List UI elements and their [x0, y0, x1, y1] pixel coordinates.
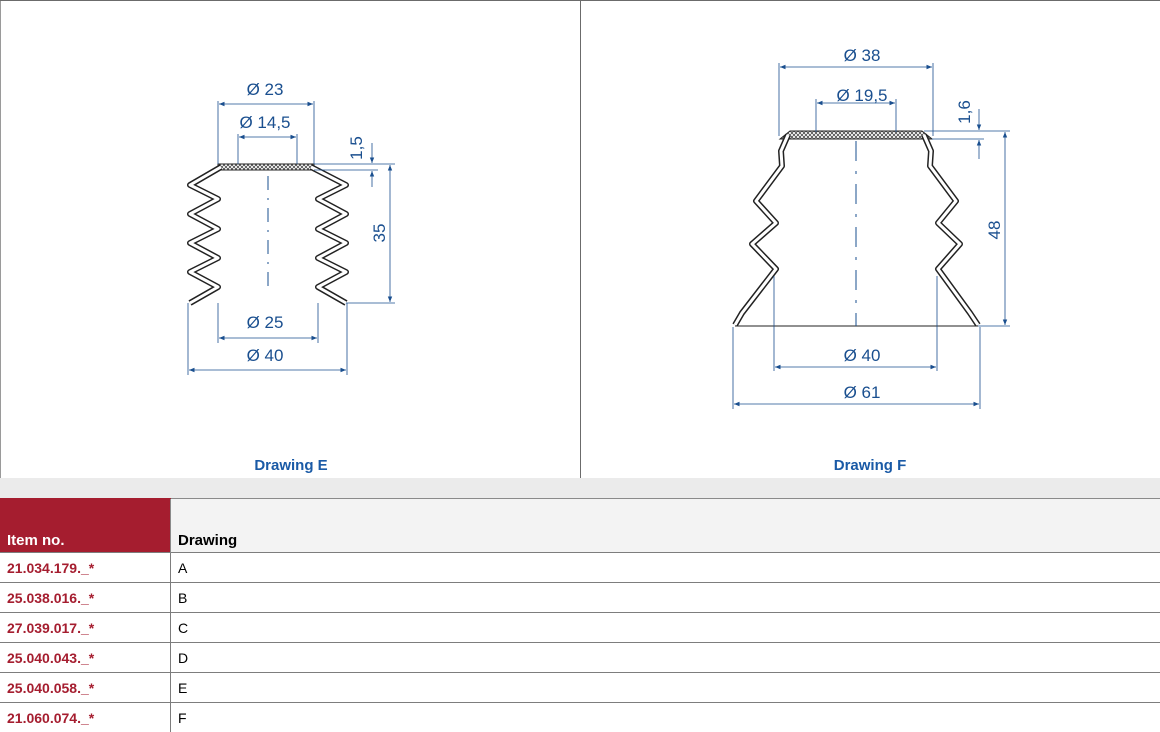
drawing-cell: F	[171, 703, 1160, 732]
drawing-cell: C	[171, 613, 1160, 643]
drawing-f-right-wall	[924, 135, 978, 325]
table-header-row: Item no. Drawing	[0, 499, 1160, 553]
drawing-f-dim-top-inner: Ø 19,5	[836, 86, 887, 105]
table-row: 21.060.074._* F	[0, 703, 1160, 732]
drawing-e-dim-bottom-inner: Ø 25	[247, 313, 284, 332]
drawing-e-dim-height: 35	[370, 224, 389, 243]
drawing-f: Ø 38 Ø 19,5 1,6 48 Ø 40 Ø 61	[733, 46, 1010, 409]
drawing-f-left-wall	[735, 135, 788, 325]
table-row: 25.040.058._* E	[0, 673, 1160, 703]
drawing-f-top-rim	[780, 131, 932, 139]
item-number-cell: 25.038.016._*	[0, 583, 171, 613]
technical-drawings: Ø 23 Ø 14,5 1,5 35 Ø 25 Ø 40	[0, 1, 1160, 479]
table-row: 25.040.043._* D	[0, 643, 1160, 673]
drawing-f-dim-bottom-inner: Ø 40	[844, 346, 881, 365]
drawing-f-caption: Drawing F	[770, 457, 970, 474]
drawing-f-dim-bottom-outer: Ø 61	[844, 383, 881, 402]
drawing-f-dim-wall: 1,6	[955, 100, 974, 124]
drawing-f-dim-top-outer: Ø 38	[844, 46, 881, 65]
column-header-drawing: Drawing	[171, 499, 1160, 553]
drawing-cell: E	[171, 673, 1160, 703]
column-header-item-no: Item no.	[0, 499, 171, 553]
drawing-cell: A	[171, 553, 1160, 583]
item-number-cell: 25.040.058._*	[0, 673, 171, 703]
drawing-cell: B	[171, 583, 1160, 613]
drawings-panel: Ø 23 Ø 14,5 1,5 35 Ø 25 Ø 40	[0, 0, 1160, 478]
item-number-cell: 27.039.017._*	[0, 613, 171, 643]
drawing-e-dim-wall: 1,5	[347, 136, 366, 160]
drawing-e-dim-top-outer: Ø 23	[247, 80, 284, 99]
drawing-e-dim-bottom-outer: Ø 40	[247, 346, 284, 365]
item-table: Item no. Drawing 21.034.179._* A 25.038.…	[0, 498, 1160, 732]
drawing-e-top-rim	[218, 164, 314, 170]
drawing-e-caption: Drawing E	[191, 457, 391, 474]
item-number-cell: 21.060.074._*	[0, 703, 171, 732]
section-separator	[0, 478, 1160, 498]
table-row: 25.038.016._* B	[0, 583, 1160, 613]
drawing-e-dim-top-inner: Ø 14,5	[239, 113, 290, 132]
item-number-cell: 25.040.043._*	[0, 643, 171, 673]
drawing-e: Ø 23 Ø 14,5 1,5 35 Ø 25 Ø 40	[188, 80, 395, 375]
table-row: 21.034.179._* A	[0, 553, 1160, 583]
item-number-cell: 21.034.179._*	[0, 553, 171, 583]
drawing-cell: D	[171, 643, 1160, 673]
table-row: 27.039.017._* C	[0, 613, 1160, 643]
drawing-f-dim-height: 48	[985, 221, 1004, 240]
